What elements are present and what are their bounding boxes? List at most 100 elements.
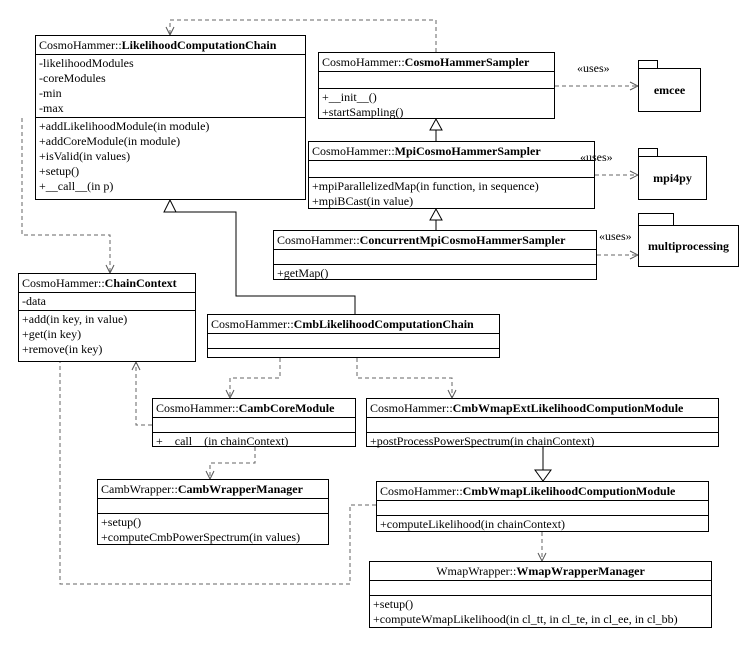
operations-section: +postProcessPowerSpectrum(in chainContex…: [367, 433, 718, 450]
package-label: emcee: [638, 68, 701, 112]
operation: +add(in key, in value): [22, 312, 128, 326]
package-tab: [638, 148, 658, 156]
attributes-section: [370, 581, 711, 596]
cmb-wmap-ext-likelihood-module-class[interactable]: CosmoHammer::CmbWmapExtLikelihoodComputi…: [366, 398, 719, 450]
class-prefix: WmapWrapper::: [436, 564, 517, 578]
attribute: -coreModules: [39, 71, 106, 85]
class-name: CmbLikelihoodComputationChain: [293, 317, 474, 331]
attributes-section: [208, 334, 499, 349]
operations-section: +setup() +computeWmapLikelihood(in cl_tt…: [370, 596, 711, 628]
package-label: mpi4py: [638, 156, 707, 200]
operations-section: +add(in key, in value) +get(in key) +rem…: [19, 311, 195, 358]
attributes-section: [319, 72, 554, 89]
cmb-likelihood-computation-chain-class[interactable]: CosmoHammer::CmbLikelihoodComputationCha…: [207, 314, 500, 358]
chain-context-class[interactable]: CosmoHammer::ChainContext -data +add(in …: [18, 273, 196, 362]
class-prefix: CosmoHammer::: [322, 55, 405, 69]
class-name: CmbWmapLikelihoodComputionModule: [462, 484, 676, 498]
attributes-section: [367, 418, 718, 433]
operation: +__call__(in chainContext): [156, 434, 289, 448]
dep-core-context: [136, 362, 152, 426]
attributes-section: [377, 501, 708, 516]
operations-section: +setup() +computeCmbPowerSpectrum(in val…: [98, 514, 328, 546]
class-prefix: CosmoHammer::: [380, 484, 463, 498]
concurrent-mpi-cosmo-hammer-sampler-class[interactable]: CosmoHammer::ConcurrentMpiCosmoHammerSam…: [273, 230, 597, 280]
operation: +setup(): [101, 515, 142, 529]
class-prefix: CosmoHammer::: [277, 233, 360, 247]
dep-chain-context: [21, 118, 110, 273]
operation: +computeCmbPowerSpectrum(in values): [101, 530, 301, 544]
attribute: -data: [22, 294, 46, 308]
class-name: CambCoreModule: [238, 401, 335, 415]
class-name: CosmoHammerSampler: [404, 55, 530, 69]
operation: +postProcessPowerSpectrum(in chainContex…: [370, 434, 595, 448]
operation: +startSampling(): [322, 105, 404, 119]
attributes-section: [98, 499, 328, 514]
operation: +setup(): [373, 597, 414, 611]
class-name: ConcurrentMpiCosmoHammerSampler: [359, 233, 566, 247]
class-prefix: CosmoHammer::: [156, 401, 239, 415]
package-tab: [638, 213, 674, 225]
operation: +mpiParallelizedMap(in function, in sequ…: [312, 179, 539, 193]
attributes-section: [153, 418, 355, 433]
class-name: MpiCosmoHammerSampler: [394, 144, 541, 158]
operation: +addCoreModule(in module): [39, 134, 181, 148]
gen-concurrent-mpi-head: [429, 207, 443, 221]
mpi-cosmo-hammer-sampler-class[interactable]: CosmoHammer::MpiCosmoHammerSampler +mpiP…: [308, 141, 595, 209]
operations-section: +addLikelihoodModule(in module) +addCore…: [36, 118, 305, 195]
gen-cmb-chain-head: [163, 198, 177, 213]
class-prefix: CosmoHammer::: [211, 317, 294, 331]
operations-section: +__init__() +startSampling(): [319, 89, 554, 121]
cmb-wmap-likelihood-module-class[interactable]: CosmoHammer::CmbWmapLikelihoodComputionM…: [376, 481, 709, 532]
camb-core-module-class[interactable]: CosmoHammer::CambCoreModule +__call__(in…: [152, 398, 356, 450]
package-tab: [638, 60, 658, 68]
gen-mpi-sampler-head: [429, 117, 443, 131]
operation: +__call__(in p): [39, 179, 114, 193]
dep-sampler-to-chain: [170, 19, 437, 52]
attributes-section: [309, 161, 594, 178]
dep-core-cambwrapper: [210, 447, 256, 479]
operations-section: +mpiParallelizedMap(in function, in sequ…: [309, 178, 594, 210]
attributes-section: -data: [19, 293, 195, 311]
operation: +getMap(): [277, 266, 329, 280]
class-prefix: CosmoHammer::: [312, 144, 395, 158]
class-prefix: CosmoHammer::: [370, 401, 453, 415]
operation: +computeLikelihood(in chainContext): [380, 517, 566, 531]
attribute: -likelihoodModules: [39, 56, 134, 70]
dep-cmb-core: [230, 358, 281, 398]
operations-section: +getMap(): [274, 265, 596, 282]
package-label: multiprocessing: [638, 225, 739, 267]
dep-cmb-ext: [356, 358, 452, 398]
class-prefix: CambWrapper::: [101, 482, 178, 496]
operation: +isValid(in values): [39, 149, 131, 163]
operation: +mpiBCast(in value): [312, 194, 414, 208]
operations-section: +__call__(in chainContext): [153, 433, 355, 450]
operation: +remove(in key): [22, 342, 103, 356]
operation: +get(in key): [22, 327, 82, 341]
class-name: ChainContext: [104, 276, 177, 290]
gen-wmap-ext-head: [534, 469, 552, 482]
likelihood-computation-chain-class[interactable]: CosmoHammer::LikelihoodComputationChain …: [35, 35, 306, 200]
uses-label-multiprocessing: «uses»: [599, 229, 632, 243]
attribute: -max: [39, 101, 64, 115]
operation: +__init__(): [322, 90, 377, 104]
dep-wmap-context: [60, 336, 376, 585]
attributes-section: [274, 250, 596, 265]
class-name: WmapWrapperManager: [516, 564, 645, 578]
operation: +addLikelihoodModule(in module): [39, 119, 210, 133]
cosmo-hammer-sampler-class[interactable]: CosmoHammer::CosmoHammerSampler +__init_…: [318, 52, 555, 119]
operation: +computeWmapLikelihood(in cl_tt, in cl_t…: [373, 612, 678, 626]
class-name: LikelihoodComputationChain: [121, 38, 277, 52]
uses-label-mpi4py: «uses»: [580, 150, 613, 164]
attributes-section: -likelihoodModules -coreModules -min -ma…: [36, 55, 305, 118]
operations-section: [208, 349, 499, 363]
attribute: -min: [39, 86, 62, 100]
wmap-wrapper-manager-class[interactable]: WmapWrapper::WmapWrapperManager +setup()…: [369, 561, 712, 628]
class-name: CambWrapperManager: [177, 482, 303, 496]
class-prefix: CosmoHammer::: [22, 276, 105, 290]
uses-label-emcee: «uses»: [577, 61, 610, 75]
camb-wrapper-manager-class[interactable]: CambWrapper::CambWrapperManager +setup()…: [97, 479, 329, 545]
operations-section: +computeLikelihood(in chainContext): [377, 516, 708, 533]
class-name: CmbWmapExtLikelihoodComputionModule: [452, 401, 684, 415]
operation: +setup(): [39, 164, 80, 178]
